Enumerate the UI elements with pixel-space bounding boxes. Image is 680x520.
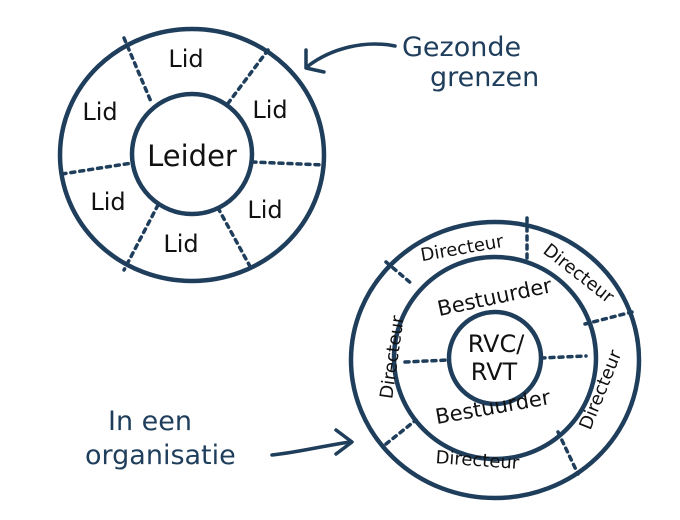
board-label-line1: RVC/ — [468, 330, 526, 358]
divider-line — [122, 203, 160, 272]
divider-line — [583, 310, 634, 326]
divider-line — [403, 358, 451, 364]
board-label-line2: RVT — [471, 358, 518, 386]
middle-ring — [391, 254, 599, 462]
member-label: Lid — [82, 98, 117, 126]
executive-label: Bestuurder — [433, 385, 552, 429]
member-label: Lid — [252, 96, 287, 124]
member-label: Lid — [168, 45, 203, 73]
divider-line — [60, 161, 134, 176]
director-label: Directeur — [376, 314, 409, 400]
divider-line — [539, 354, 588, 360]
arrowhead-icon — [304, 48, 326, 74]
outer-boundary-ring — [57, 26, 327, 284]
arrow-organisation — [270, 440, 352, 457]
divider-line — [122, 36, 154, 106]
healthy-boundaries-line1: Gezonde — [402, 32, 521, 63]
healthy-boundaries-line2: grenzen — [430, 62, 539, 93]
director-label: Directeur — [435, 447, 521, 474]
divider-line — [216, 206, 254, 272]
leader-diagram: Leider Lid Lid Lid Lid Lid Lid — [57, 26, 327, 284]
organisation-diagram: RVC/ RVT Bestuurder Bestuurder Directeur… — [348, 216, 642, 501]
director-label: Directeur — [575, 347, 626, 433]
arrow-healthy-boundaries — [306, 42, 397, 68]
member-label: Lid — [163, 230, 198, 258]
outer-boundary-ring — [348, 219, 642, 501]
organisation-line1: In een — [108, 406, 192, 437]
divider-line — [224, 48, 270, 108]
divider-line — [556, 430, 580, 476]
leader-ring — [129, 91, 255, 217]
divider-line — [250, 160, 326, 167]
organisation-line2: organisatie — [85, 440, 236, 471]
divider-line — [384, 418, 418, 446]
member-label: Lid — [90, 188, 125, 216]
divider-line — [384, 260, 414, 286]
leader-label: Leider — [147, 139, 237, 173]
member-label: Lid — [247, 196, 282, 224]
arrowhead-icon — [334, 428, 354, 456]
